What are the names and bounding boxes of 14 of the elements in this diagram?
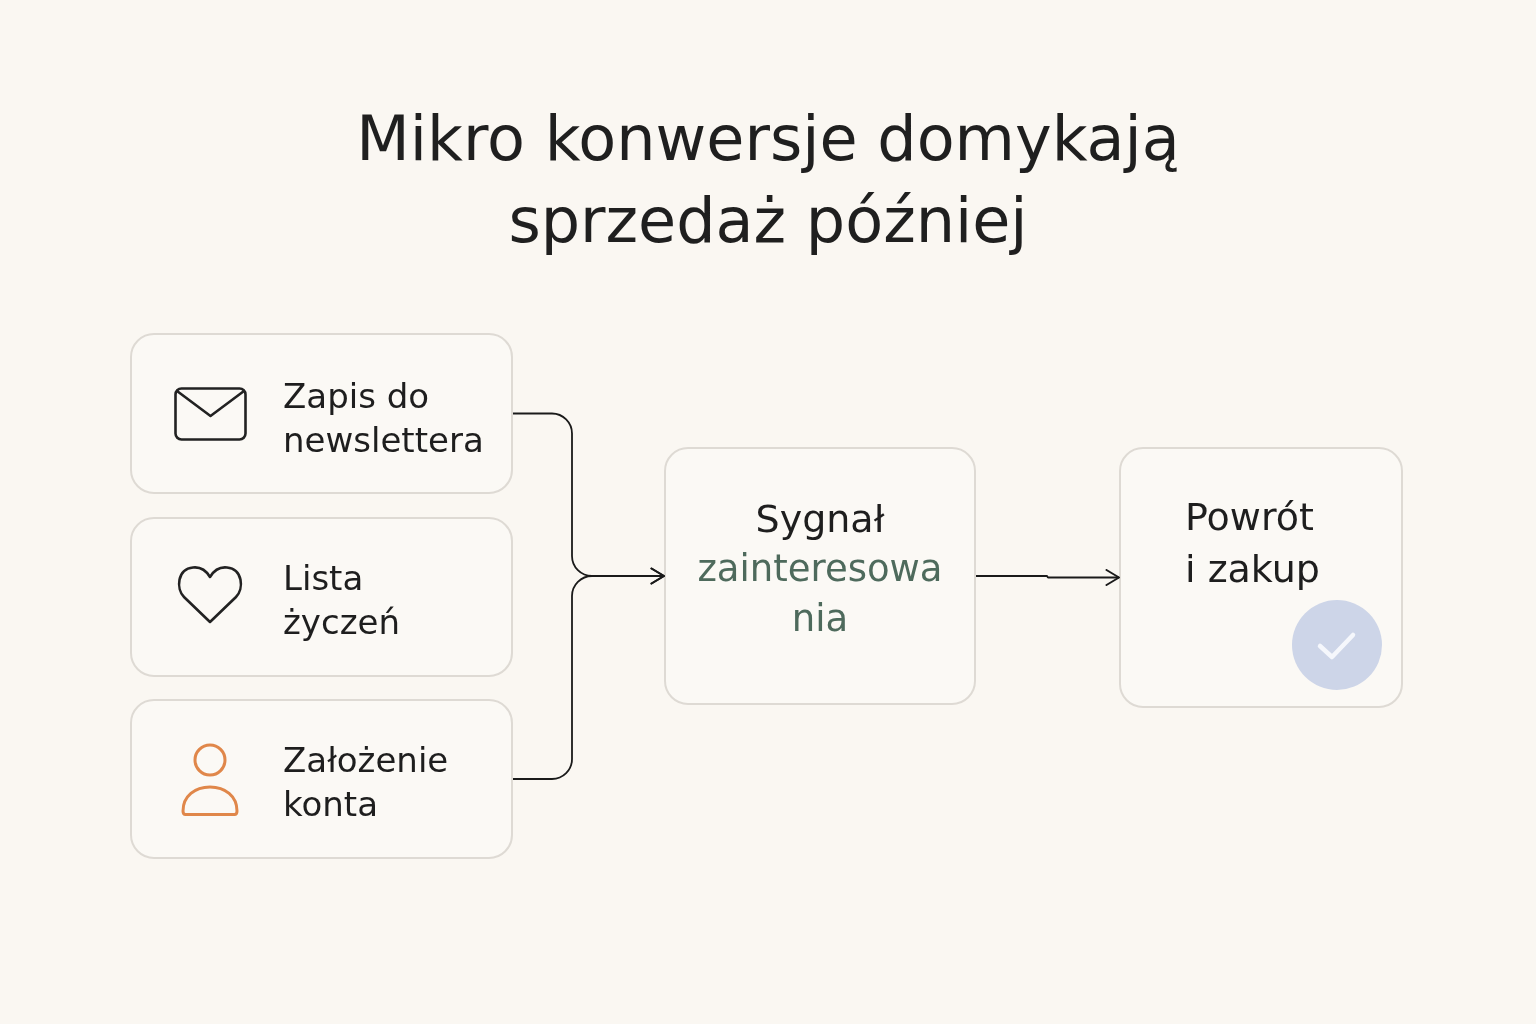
arrow [512,567,665,780]
step-label: Powrót i zakup [1185,494,1320,593]
step-card [130,699,513,859]
step-label: Zapis do newslettera [283,375,484,462]
card-subheading: zainteresowania [696,546,944,642]
step-label: Lista życzeń [283,557,400,644]
card-heading: Sygnał [755,496,885,543]
step-card [130,333,513,494]
step-card [130,517,513,677]
step-card [1119,447,1403,708]
step-label: Założenie konta [283,739,449,826]
diagram-title: Mikro konwersje domykają sprzedaż później [355,101,1181,259]
step-card [664,447,976,705]
arrow [975,569,1120,586]
